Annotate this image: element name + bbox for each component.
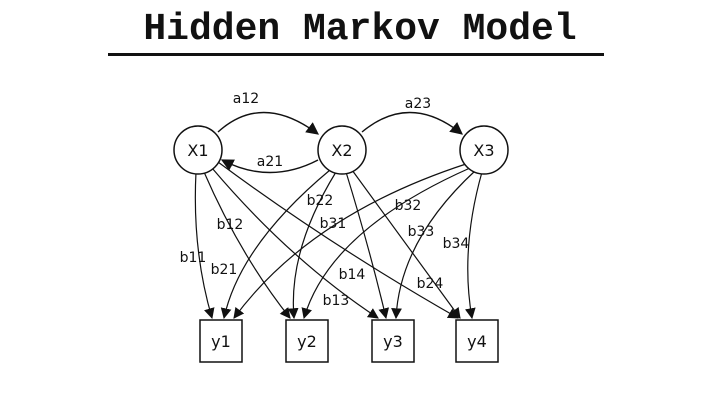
edge-b21	[220, 169, 331, 320]
edge-b33	[391, 169, 477, 320]
title-underline	[108, 53, 604, 56]
observation-node-y1: y1	[199, 319, 243, 363]
state-label: X2	[331, 141, 352, 160]
label-b14: b14	[339, 267, 366, 283]
label-b24: b24	[417, 276, 444, 292]
observation-label: y4	[467, 332, 487, 351]
label-b32: b32	[395, 198, 422, 214]
label-a21: a21	[257, 154, 283, 170]
edge-b24	[351, 169, 461, 319]
edge-b34	[464, 171, 483, 320]
edge-b31	[233, 163, 467, 319]
edge-b14	[217, 161, 459, 319]
edge-a23	[361, 111, 463, 135]
edge-b11	[194, 171, 215, 320]
label-b33: b33	[408, 224, 435, 240]
state-label: X3	[473, 141, 494, 160]
label-b34: b34	[443, 236, 470, 252]
observation-node-y4: y4	[455, 319, 499, 363]
page-title: Hidden Markov Model	[143, 8, 577, 51]
observation-node-y3: y3	[371, 319, 415, 363]
edge-b13	[211, 167, 379, 319]
state-label: X1	[187, 141, 208, 160]
state-node-x3: X3	[459, 125, 509, 175]
label-a23: a23	[405, 96, 431, 112]
observation-node-y2: y2	[285, 319, 329, 363]
label-b21: b21	[211, 262, 238, 278]
state-node-x2: X2	[317, 125, 367, 175]
edge-b23	[345, 171, 390, 320]
label-b11: b11	[180, 250, 207, 266]
label-a12: a12	[233, 91, 259, 107]
label-b31: b31	[320, 216, 347, 232]
edge-a12	[217, 111, 320, 135]
edge-b12	[203, 171, 291, 319]
edge-b22	[287, 171, 337, 320]
label-b22: b22	[307, 193, 334, 209]
observation-label: y1	[211, 332, 231, 351]
observation-label: y3	[383, 332, 403, 351]
state-node-x1: X1	[173, 125, 223, 175]
label-b12: b12	[217, 217, 244, 233]
label-b13: b13	[323, 293, 350, 309]
edge-b32	[301, 167, 471, 320]
edge-a21	[220, 159, 319, 174]
observation-label: y2	[297, 332, 317, 351]
